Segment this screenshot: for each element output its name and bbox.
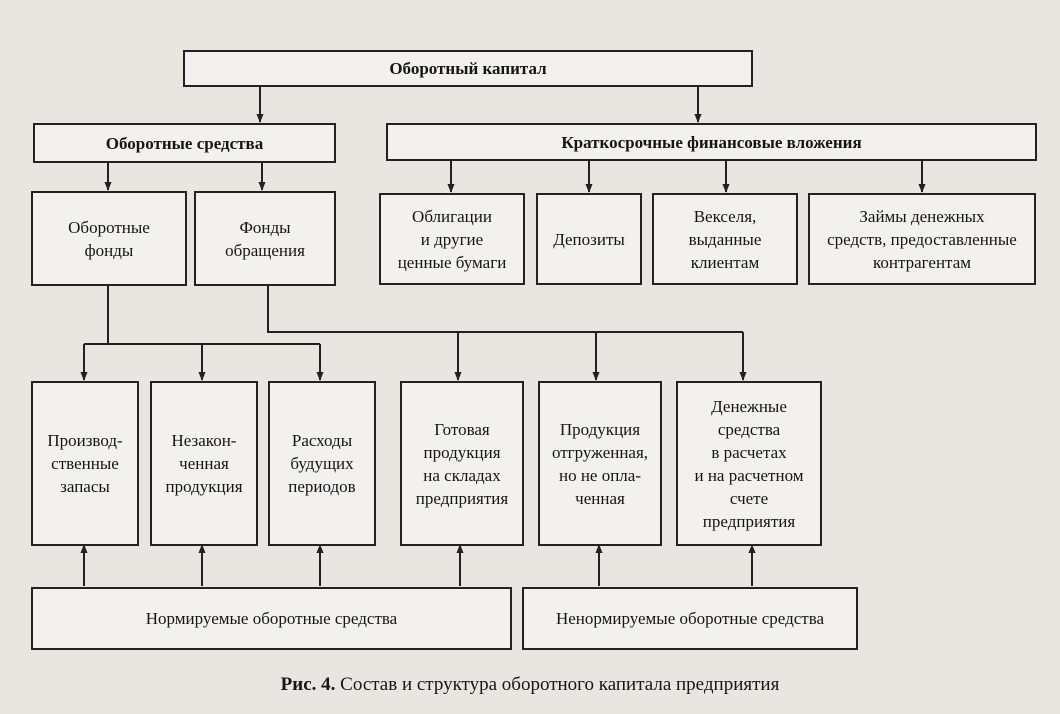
box-deposits: Депозиты [536, 193, 642, 285]
box-wip: Незакон- ченная продукция [150, 381, 258, 546]
line-circulation-funds-bus [267, 285, 743, 333]
caption-label: Рис. 4. [280, 674, 336, 695]
box-current-assets: Оборотные средства [33, 123, 336, 163]
box-non-normalized-assets: Ненормируемые оборотные средства [522, 587, 858, 650]
box-short-term-investments: Краткосрочные финансовые вложения [386, 123, 1037, 161]
caption-text: Состав и структура оборотного капитала п… [335, 674, 780, 695]
box-deferred-expenses: Расходы будущих периодов [268, 381, 376, 546]
box-bills: Векселя, выданные клиентам [652, 193, 798, 285]
box-finished-goods: Готовая продукция на складах предприятия [400, 381, 524, 546]
box-circulation-funds: Фонды обращения [194, 191, 336, 286]
box-shipped-goods: Продукция отгруженная, но не опла- ченна… [538, 381, 662, 546]
box-production-stocks: Производ- ственные запасы [31, 381, 139, 546]
box-working-funds: Оборотные фонды [31, 191, 187, 286]
box-loans: Займы денежных средств, предоставленные … [808, 193, 1036, 285]
figure-caption: Рис. 4. Состав и структура оборотного ка… [0, 674, 1060, 696]
line-working-funds-bus [84, 285, 320, 345]
box-normalized-assets: Нормируемые оборотные средства [31, 587, 512, 650]
box-bonds: Облигации и другие ценные бумаги [379, 193, 525, 285]
box-working-capital: Оборотный капитал [183, 50, 753, 87]
box-cash: Денежные средства в расчетах и на расчет… [676, 381, 822, 546]
